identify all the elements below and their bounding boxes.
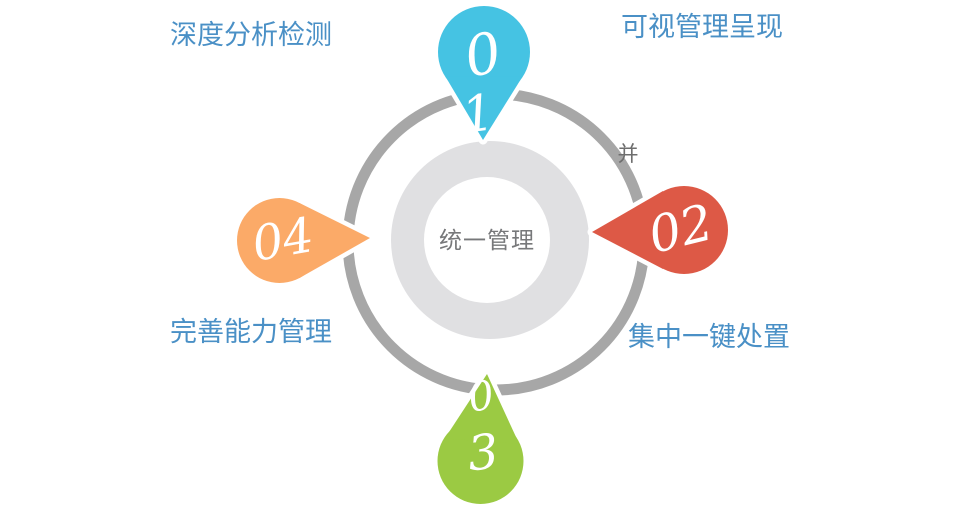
label-bottom-right: 集中一键处置 <box>628 322 790 352</box>
label-top-left: 深度分析检测 <box>170 20 332 50</box>
pin-02-tail <box>592 191 663 269</box>
pin-01: 0 1 <box>433 1 535 145</box>
center-label: 统一管理 <box>439 228 535 253</box>
center-core-circle <box>424 177 550 303</box>
pin-02: 02 <box>587 181 733 279</box>
label-top-right: 可视管理呈现 <box>621 12 783 42</box>
pin-04: 04 <box>232 193 375 288</box>
pin-04-number: 04 <box>248 207 318 273</box>
pin-03-tail <box>444 374 520 444</box>
stray-character: 并 <box>618 142 639 166</box>
pin-01-tail <box>445 76 523 140</box>
pin-03-digit-3: 3 <box>465 424 501 483</box>
pin-01-bulb <box>438 6 530 98</box>
pin-03: 0 3 <box>433 369 528 508</box>
label-bottom-left: 完善能力管理 <box>170 317 332 347</box>
pin-04-tail <box>299 203 370 278</box>
